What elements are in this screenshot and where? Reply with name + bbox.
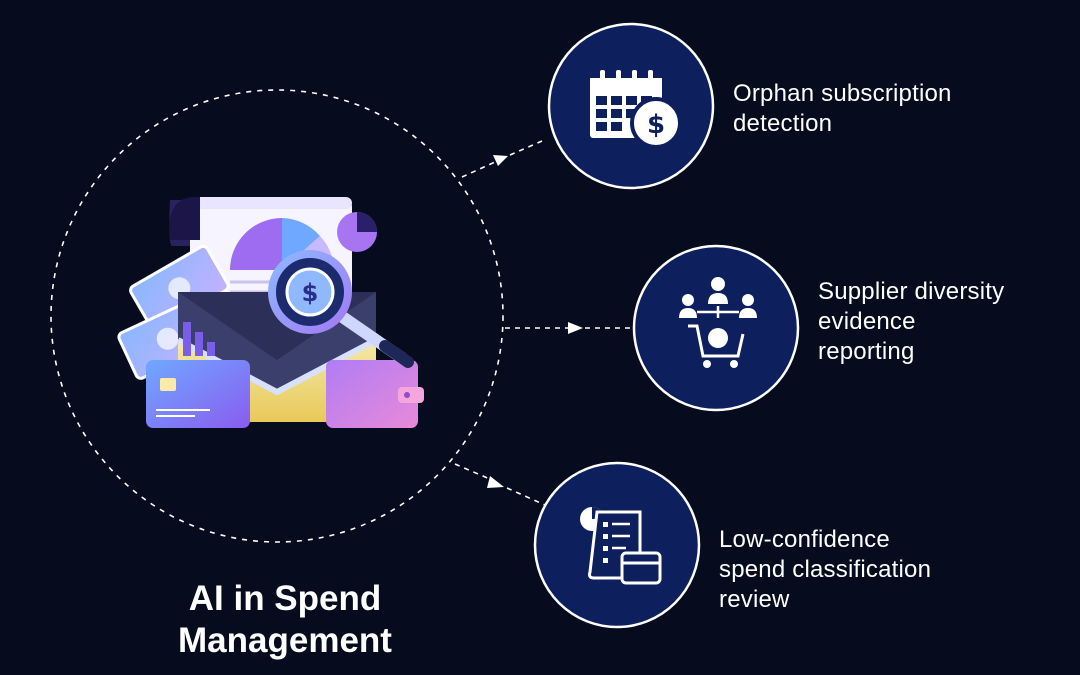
feature-label-3: Low-confidence spend classification revi…: [719, 525, 931, 615]
arrowhead-bottom: [487, 476, 504, 488]
calendar-dollar-icon: $: [590, 70, 682, 149]
arrowhead-middle: [568, 322, 583, 334]
feature-label-3-line-2: spend classification: [719, 556, 932, 583]
connector-arrow-top-tail: [509, 140, 543, 156]
feature-label-2-line-2: evidence: [818, 308, 916, 335]
feature-circle-2: [632, 244, 800, 412]
feature-label-1: Orphan subscription detection: [733, 79, 952, 139]
arrowhead-top: [493, 155, 508, 166]
feature-label-2: Supplier diversity evidence reporting: [818, 277, 1004, 367]
feature-label-2-line-3: reporting: [818, 338, 915, 365]
spend-illustration: $: [117, 197, 424, 428]
central-title-line-2: Management: [178, 621, 392, 660]
feature-label-2-line-1: Supplier diversity: [818, 278, 1005, 305]
receipt-card-icon: [580, 507, 662, 585]
svg-text:$: $: [302, 279, 319, 307]
svg-text:$: $: [647, 110, 665, 140]
connector-arrow-bottom-tail: [506, 487, 546, 506]
feature-label-3-line-3: review: [719, 586, 790, 613]
feature-label-3-line-1: Low-confidence: [719, 526, 890, 553]
central-dashed-circle: [50, 89, 504, 543]
central-title: AI in Spend Management: [145, 578, 425, 662]
central-title-line-1: AI in Spend: [188, 579, 382, 618]
feature-label-1-line-2: detection: [733, 110, 833, 137]
feature-label-1-line-1: Orphan subscription: [733, 80, 952, 107]
connector-arrow-bottom: [454, 463, 493, 481]
supplier-network-cart-icon: [679, 277, 757, 368]
